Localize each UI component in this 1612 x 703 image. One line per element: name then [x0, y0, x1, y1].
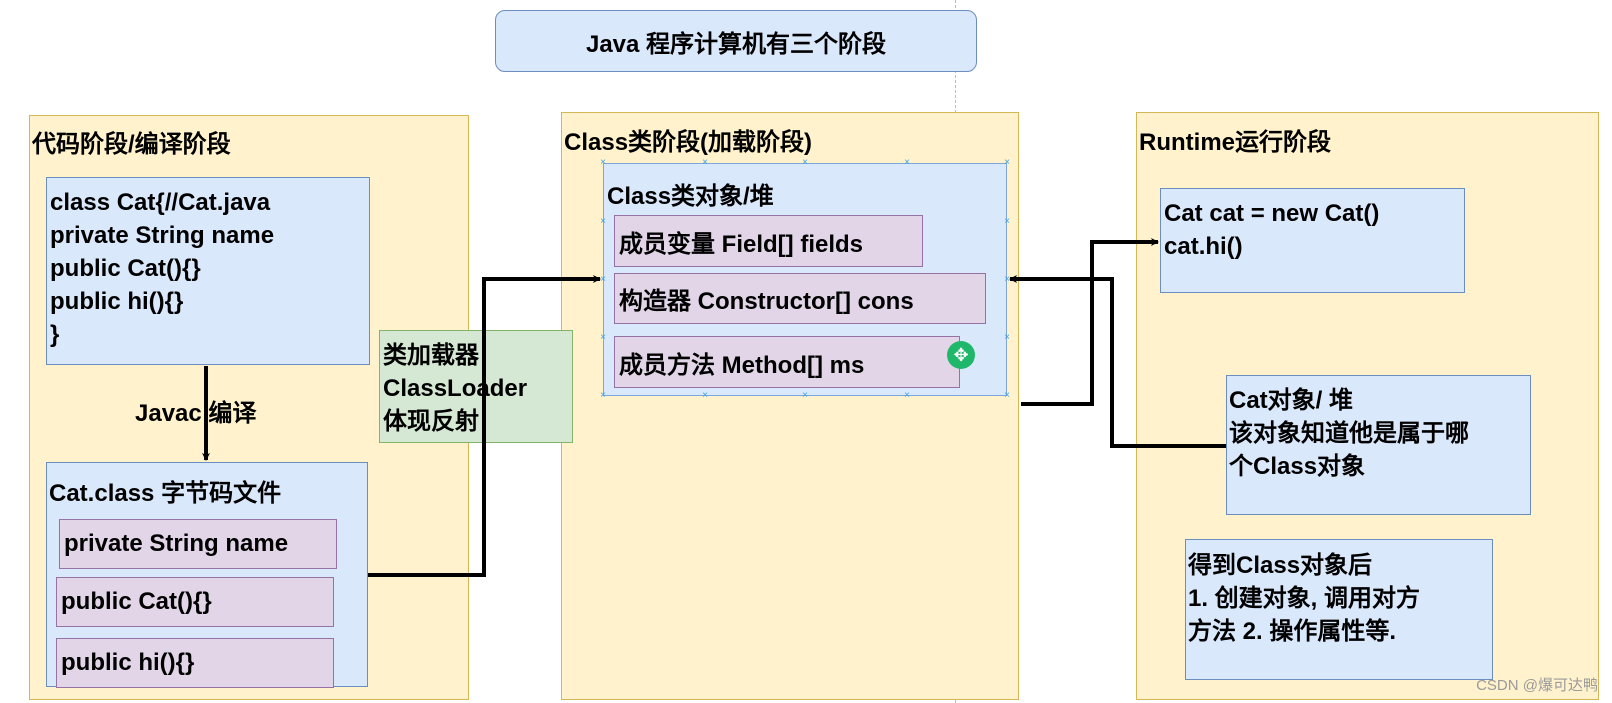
class-constructors-item[interactable]: 构造器 Constructor[] cons: [614, 273, 986, 324]
classloader-line: 类加载器: [383, 342, 479, 369]
cat-object-line: Cat对象/ 堆: [1229, 387, 1354, 414]
classloader-text: 类加载器 ClassLoader 体现反射: [383, 339, 527, 438]
classloader-line: 体现反射: [383, 408, 479, 435]
source-line: public hi(){}: [50, 288, 184, 315]
runtime-note-line: 1. 创建对象, 调用对方: [1188, 585, 1421, 612]
source-line: class Cat{//Cat.java: [50, 189, 271, 216]
classloader-line: ClassLoader: [383, 375, 528, 402]
selection-handle-icon[interactable]: ×: [600, 274, 606, 285]
runtime-code-line: Cat cat = new Cat(): [1164, 200, 1380, 227]
source-line: private String name: [50, 222, 275, 249]
runtime-note-text: 得到Class对象后 1. 创建对象, 调用对方 方法 2. 操作属性等.: [1188, 549, 1420, 648]
selection-handle-icon[interactable]: ×: [1004, 157, 1010, 168]
source-code-box[interactable]: [46, 177, 370, 365]
classloader-box[interactable]: [379, 330, 573, 443]
cat-object-line: 该对象知道他是属于哪: [1229, 420, 1469, 447]
selection-handle-icon[interactable]: ×: [1004, 274, 1010, 285]
bytecode-label: Cat.class 字节码文件: [49, 480, 282, 507]
selection-handle-icon[interactable]: ×: [904, 157, 910, 168]
selection-handle-icon[interactable]: ×: [802, 157, 808, 168]
selection-handle-icon[interactable]: ×: [1004, 216, 1010, 227]
source-line: }: [50, 321, 60, 348]
selection-handle-icon[interactable]: ×: [600, 216, 606, 227]
source-line: public Cat(){}: [50, 255, 201, 282]
bytecode-constructor-item[interactable]: public Cat(){}: [56, 577, 334, 627]
watermark: CSDN @爆可达鸭: [1476, 677, 1598, 694]
class-fields-text: 成员变量 Field[] fields: [619, 230, 864, 258]
cat-object-line: 个Class对象: [1229, 453, 1366, 480]
selection-handle-icon[interactable]: ×: [1004, 390, 1010, 401]
bytecode-field-text: private String name: [64, 530, 289, 557]
runtime-note-line: 方法 2. 操作属性等.: [1188, 618, 1397, 645]
class-fields-item[interactable]: 成员变量 Field[] fields: [614, 215, 923, 267]
move-handle-icon[interactable]: ✥: [947, 341, 975, 369]
class-stage-label: Class类阶段(加载阶段): [564, 129, 813, 156]
bytecode-field-item[interactable]: private String name: [59, 519, 337, 569]
selection-handle-icon[interactable]: ×: [904, 390, 910, 401]
selection-handle-icon[interactable]: ×: [1004, 332, 1010, 343]
selection-handle-icon[interactable]: ×: [702, 157, 708, 168]
runtime-code-box[interactable]: [1160, 188, 1465, 293]
selection-handle-icon[interactable]: ×: [600, 157, 606, 168]
selection-handle-icon[interactable]: ×: [600, 332, 606, 343]
selection-handle-icon[interactable]: ×: [600, 390, 606, 401]
runtime-stage-label: Runtime运行阶段: [1139, 129, 1331, 156]
class-methods-item[interactable]: 成员方法 Method[] ms: [614, 336, 960, 388]
cat-object-text: Cat对象/ 堆 该对象知道他是属于哪 个Class对象: [1229, 384, 1469, 483]
diagram-title[interactable]: Java 程序计算机有三个阶段: [495, 10, 977, 72]
runtime-code-line: cat.hi(): [1164, 233, 1243, 260]
bytecode-method-text: public hi(){}: [61, 649, 195, 676]
runtime-note-line: 得到Class对象后: [1188, 552, 1373, 579]
load-arrow[interactable]: [368, 275, 601, 577]
code-stage-label: 代码阶段/编译阶段: [32, 131, 231, 158]
class-methods-text: 成员方法 Method[] ms: [619, 351, 865, 379]
compile-label: Javac 编译: [135, 400, 257, 427]
selection-handle-icon[interactable]: ×: [802, 390, 808, 401]
object-class-arrow[interactable]: [1009, 275, 1226, 448]
class-constructors-text: 构造器 Constructor[] cons: [619, 288, 914, 315]
source-code-text: class Cat{//Cat.java private String name…: [50, 186, 274, 351]
bytecode-method-item[interactable]: public hi(){}: [56, 638, 334, 688]
selection-handle-icon[interactable]: ×: [702, 390, 708, 401]
runtime-code-text: Cat cat = new Cat() cat.hi(): [1164, 197, 1379, 263]
class-object-label: Class类对象/堆: [607, 183, 774, 210]
runtime-arrow[interactable]: [1021, 238, 1159, 406]
bytecode-constructor-text: public Cat(){}: [61, 588, 212, 615]
cat-object-box[interactable]: [1226, 375, 1531, 515]
runtime-note-box[interactable]: [1185, 539, 1493, 680]
diagram-title-text: Java 程序计算机有三个阶段: [585, 30, 887, 58]
